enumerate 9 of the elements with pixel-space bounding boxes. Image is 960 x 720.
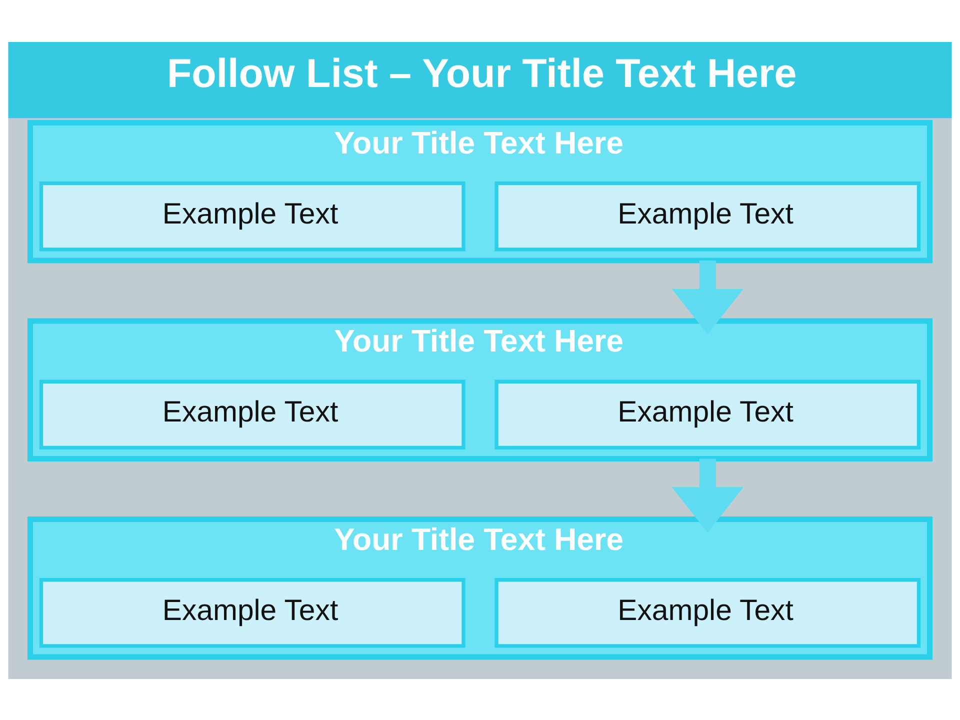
arrow [672, 458, 744, 532]
node-box: Example Text [494, 578, 921, 648]
arrow [672, 260, 744, 334]
node-box: Example Text [39, 379, 466, 450]
node-box: Example Text [39, 578, 466, 648]
node-box: Example Text [494, 181, 921, 251]
node-box: Example Text [39, 181, 466, 251]
node-box: Example Text [494, 379, 921, 450]
diagram-title: Follow List – Your Title Text Here [167, 50, 797, 96]
